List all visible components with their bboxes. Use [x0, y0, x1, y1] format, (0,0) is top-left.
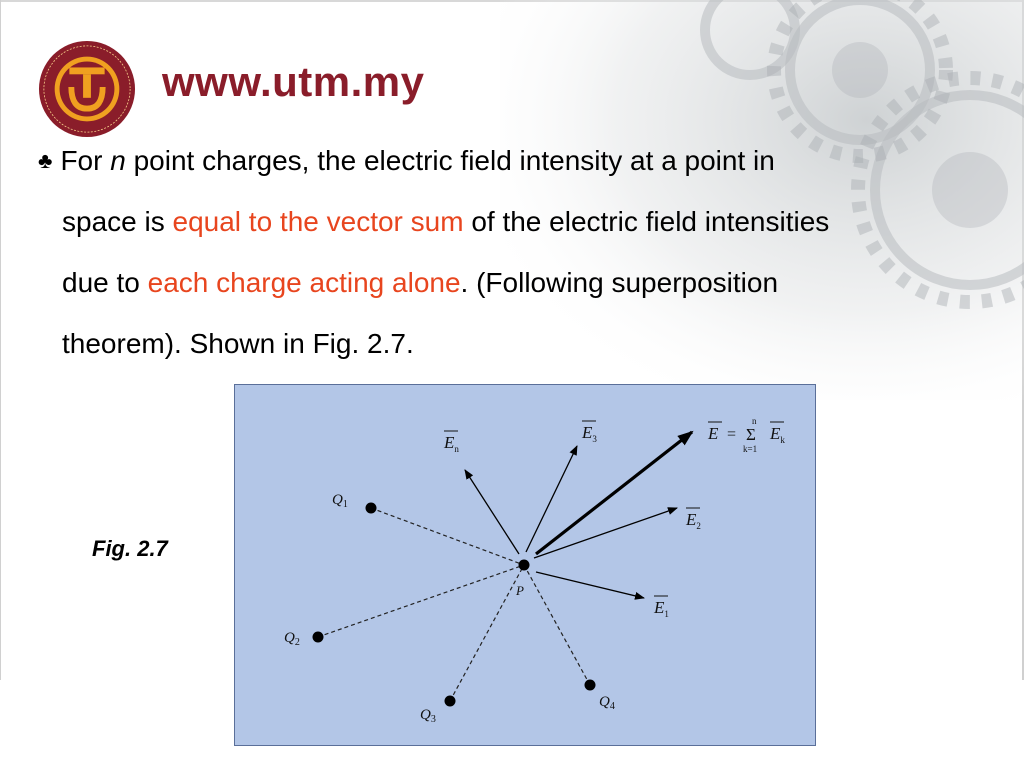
point-p-dot [518, 559, 530, 571]
bullet-line-3: due to each charge acting alone. (Follow… [38, 252, 1008, 313]
label-p: P [515, 583, 524, 598]
vector-e-3 [525, 445, 578, 553]
label-q4: Q4 [599, 694, 615, 712]
svg-text:E1: E1 [653, 598, 669, 619]
utm-crest-icon [38, 40, 136, 138]
frame-border-left [0, 0, 1, 680]
charge-q2-dot [312, 631, 324, 643]
text-for: For [60, 145, 111, 176]
text-line3-rest: . (Following superposition [460, 267, 779, 298]
superposition-diagram: Q1 Q2 Q3 Q4 P En E3 E2 E1 [234, 384, 816, 746]
dashed-line-q3 [449, 564, 525, 702]
label-q2: Q2 [284, 630, 300, 648]
bullet-text: ♣ For n point charges, the electric field… [38, 130, 1008, 374]
svg-text:E3: E3 [581, 423, 597, 444]
svg-text:E: E [707, 424, 719, 443]
svg-text:Ek: Ek [769, 424, 785, 445]
text-n: n [110, 145, 126, 176]
svg-text:n: n [752, 416, 757, 426]
label-e-n: En [443, 430, 459, 454]
svg-text:k=1: k=1 [743, 444, 757, 454]
gear-watermark-icon [500, 0, 1024, 400]
sum-formula: E = n Σ k=1 Ek [707, 416, 785, 454]
svg-text:E2: E2 [685, 510, 701, 531]
figure-caption: Fig. 2.7 [92, 536, 168, 561]
highlight-each-charge: each charge acting alone [147, 267, 461, 298]
dashed-line-q4 [523, 564, 591, 686]
charge-q1-dot [365, 502, 377, 514]
vector-e-n [464, 469, 520, 555]
bullet-line-2: space is equal to the vector sum of the … [38, 191, 1008, 252]
bullet-line-1: ♣ For n point charges, the electric field… [38, 130, 1008, 191]
text-due-to: due to [62, 267, 148, 298]
label-q3: Q3 [420, 707, 436, 725]
text-space-is: space is [62, 206, 173, 237]
text-line1-rest: point charges, the electric field intens… [125, 145, 775, 176]
charge-q4-dot [584, 679, 596, 691]
label-e-1: E1 [653, 595, 669, 619]
dashed-line-q2 [317, 564, 525, 638]
bullet-line-4: theorem). Shown in Fig. 2.7. [62, 328, 414, 359]
vector-e-1 [535, 571, 645, 600]
club-bullet-icon: ♣ [38, 148, 53, 173]
svg-text:Σ: Σ [746, 425, 756, 444]
svg-text:=: = [727, 426, 736, 443]
label-e-2: E2 [685, 507, 701, 531]
vector-e-sum [535, 430, 694, 556]
site-url[interactable]: www.utm.my [162, 58, 425, 105]
svg-text:En: En [443, 433, 459, 454]
text-line2-rest: of the electric field intensities [463, 206, 830, 237]
dashed-line-q1 [370, 507, 525, 566]
vector-e-2 [533, 507, 678, 559]
highlight-vector-sum: equal to the vector sum [172, 206, 464, 237]
charge-q3-dot [444, 695, 456, 707]
label-e-3: E3 [581, 420, 597, 444]
label-q1: Q1 [332, 492, 348, 510]
